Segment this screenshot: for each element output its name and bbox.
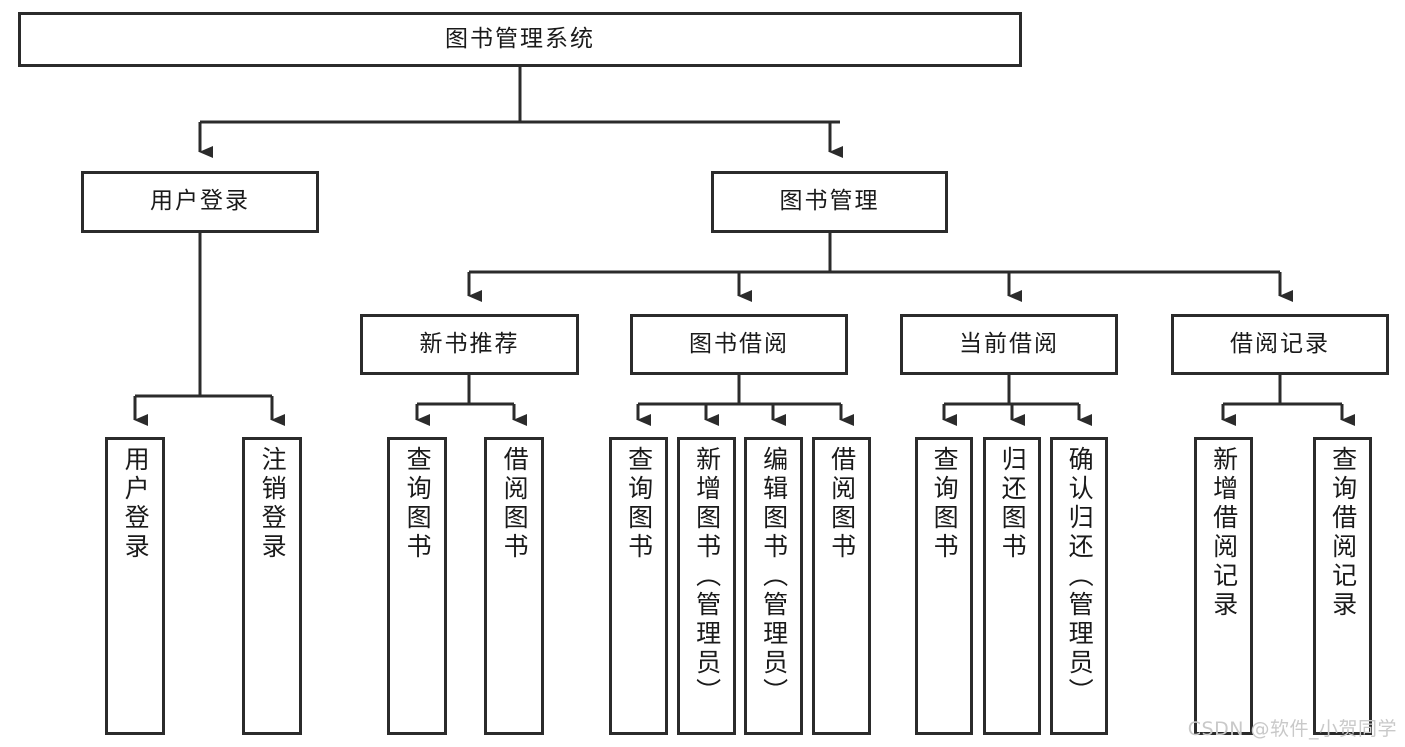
node-current-borrow[interactable]: 当前借阅 xyxy=(900,314,1118,375)
leaf-query-book-borrow-label: 查询图书 xyxy=(624,446,654,562)
leaf-user-login[interactable]: 用户登录 xyxy=(105,437,165,735)
leaf-add-book-admin[interactable]: 新增图书（管理员） xyxy=(677,437,736,735)
leaf-query-book-newbook-label: 查询图书 xyxy=(403,446,433,562)
leaf-borrow-book[interactable]: 借阅图书 xyxy=(812,437,871,735)
node-book-management-label: 图书管理 xyxy=(779,188,880,215)
leaf-add-borrow-record[interactable]: 新增借阅记录 xyxy=(1194,437,1253,735)
leaf-edit-book-admin[interactable]: 编辑图书（管理员） xyxy=(744,437,803,735)
node-root-label: 图书管理系统 xyxy=(445,25,595,52)
node-new-book-recommend[interactable]: 新书推荐 xyxy=(360,314,579,375)
node-borrow-record-label: 借阅记录 xyxy=(1230,330,1330,357)
leaf-logout-label: 注销登录 xyxy=(258,446,288,562)
edge-group-current xyxy=(942,375,1092,426)
leaf-user-login-label: 用户登录 xyxy=(121,446,151,562)
leaf-return-book-label: 归还图书 xyxy=(998,446,1028,562)
node-user-login-label: 用户登录 xyxy=(150,188,250,215)
leaf-query-book-current[interactable]: 查询图书 xyxy=(915,437,973,735)
leaf-edit-book-admin-label: 编辑图书（管理员） xyxy=(759,446,789,707)
leaf-confirm-return-admin[interactable]: 确认归还（管理员） xyxy=(1050,437,1108,735)
node-book-management[interactable]: 图书管理 xyxy=(711,171,948,233)
edge-group-borrow xyxy=(636,375,854,426)
node-current-borrow-label: 当前借阅 xyxy=(959,330,1059,357)
leaf-borrow-book-newbook-label: 借阅图书 xyxy=(500,446,530,562)
leaf-query-book-newbook[interactable]: 查询图书 xyxy=(387,437,447,735)
leaf-add-borrow-record-label: 新增借阅记录 xyxy=(1209,446,1239,620)
edge-group-root xyxy=(198,67,843,158)
leaf-query-book-current-label: 查询图书 xyxy=(930,446,960,562)
node-new-book-recommend-label: 新书推荐 xyxy=(419,330,520,357)
leaf-query-book-borrow[interactable]: 查询图书 xyxy=(609,437,668,735)
leaf-add-book-admin-label: 新增图书（管理员） xyxy=(692,446,722,707)
edge-group-record xyxy=(1221,375,1355,426)
edge-group-book-mgmt xyxy=(467,233,1293,302)
leaf-return-book[interactable]: 归还图书 xyxy=(983,437,1041,735)
edge-group-user-login xyxy=(133,233,285,426)
node-borrow-record[interactable]: 借阅记录 xyxy=(1171,314,1389,375)
leaf-borrow-book-label: 借阅图书 xyxy=(827,446,857,562)
leaf-logout[interactable]: 注销登录 xyxy=(242,437,302,735)
edge-group-newbook xyxy=(415,375,527,426)
node-book-borrow[interactable]: 图书借阅 xyxy=(630,314,848,375)
leaf-borrow-book-newbook[interactable]: 借阅图书 xyxy=(484,437,544,735)
leaf-query-borrow-record[interactable]: 查询借阅记录 xyxy=(1313,437,1372,735)
leaf-confirm-return-admin-label: 确认归还（管理员） xyxy=(1065,446,1095,707)
leaf-query-borrow-record-label: 查询借阅记录 xyxy=(1328,446,1358,620)
csdn-watermark: CSDN @软件_小贺同学 xyxy=(1187,718,1397,740)
node-root[interactable]: 图书管理系统 xyxy=(18,12,1022,67)
node-user-login[interactable]: 用户登录 xyxy=(81,171,319,233)
node-book-borrow-label: 图书借阅 xyxy=(689,330,789,357)
